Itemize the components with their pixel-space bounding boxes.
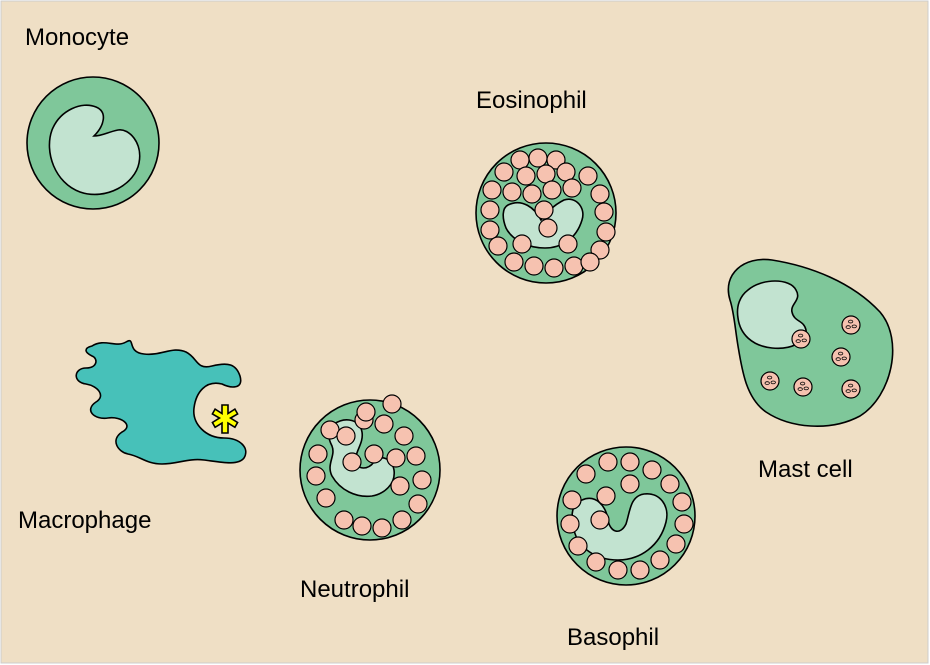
- granule: [481, 221, 499, 239]
- granule: [842, 316, 860, 334]
- granule: [383, 395, 401, 413]
- granule: [591, 185, 609, 203]
- granule: [579, 167, 597, 185]
- granule: [539, 219, 557, 237]
- granule: [563, 179, 581, 197]
- granule: [343, 453, 361, 471]
- granule: [387, 449, 405, 467]
- granule: [609, 561, 627, 579]
- granule: [563, 491, 581, 509]
- monocyte-icon: [27, 77, 159, 209]
- granule: [842, 380, 860, 398]
- granule: [832, 348, 850, 366]
- granule: [673, 493, 691, 511]
- granule: [413, 471, 431, 489]
- granule: [335, 511, 353, 529]
- macrophage-label: Macrophage: [18, 507, 151, 534]
- mast-cell-label: Mast cell: [758, 456, 853, 483]
- granule: [643, 461, 661, 479]
- granule: [407, 447, 425, 465]
- granule: [523, 185, 541, 203]
- granule: [357, 403, 375, 421]
- granule: [391, 477, 409, 495]
- granule: [365, 445, 383, 463]
- granule: [537, 165, 555, 183]
- granule: [309, 445, 327, 463]
- granule: [505, 253, 523, 271]
- granule: [495, 163, 513, 181]
- granule: [561, 515, 579, 533]
- granule: [543, 181, 561, 199]
- granule: [307, 467, 325, 485]
- granule: [517, 167, 535, 185]
- granule: [794, 378, 812, 396]
- granule: [393, 511, 411, 529]
- granule: [481, 201, 499, 219]
- granule: [792, 330, 810, 348]
- granule: [599, 453, 617, 471]
- granule: [373, 519, 391, 537]
- granule: [597, 223, 615, 241]
- eosinophil-icon: [476, 143, 616, 283]
- granule: [525, 257, 543, 275]
- granule: [621, 475, 639, 493]
- granule: [483, 181, 501, 199]
- granule: [503, 183, 521, 201]
- granule: [565, 257, 583, 275]
- granule: [667, 535, 685, 553]
- granule: [675, 515, 693, 533]
- granule: [581, 253, 599, 271]
- granule: [317, 489, 335, 507]
- granule: [337, 427, 355, 445]
- granule: [559, 235, 577, 253]
- granule: [631, 561, 649, 579]
- granule: [535, 201, 553, 219]
- granule: [591, 511, 609, 529]
- basophil-icon: [557, 447, 695, 585]
- granule: [511, 151, 529, 169]
- granule: [513, 235, 531, 253]
- granule: [597, 487, 615, 505]
- basophil-label: Basophil: [567, 624, 659, 651]
- granule: [489, 237, 507, 255]
- granule: [321, 421, 339, 439]
- granule: [353, 517, 371, 535]
- granule: [577, 465, 595, 483]
- granule: [621, 453, 639, 471]
- granule: [409, 495, 427, 513]
- monocyte-label: Monocyte: [25, 24, 129, 51]
- granule: [761, 372, 779, 390]
- eosinophil-label: Eosinophil: [476, 87, 587, 114]
- granule: [661, 475, 679, 493]
- granule: [651, 551, 669, 569]
- granule: [545, 259, 563, 277]
- granule: [395, 427, 413, 445]
- granule: [529, 149, 547, 167]
- granule: [569, 537, 587, 555]
- granule: [595, 203, 613, 221]
- granule: [587, 553, 605, 571]
- granule: [375, 415, 393, 433]
- neutrophil-label: Neutrophil: [300, 576, 409, 603]
- granule: [557, 163, 575, 181]
